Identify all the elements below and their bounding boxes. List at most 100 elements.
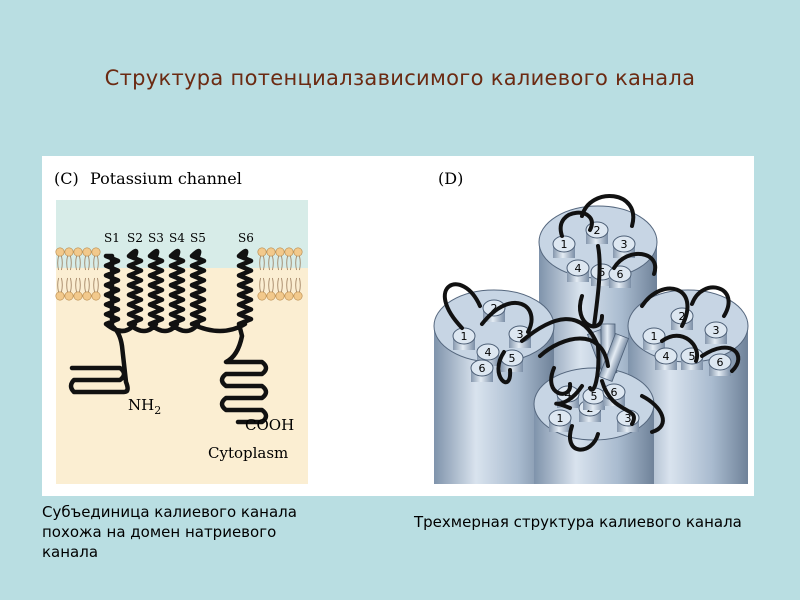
lipid-tail bbox=[277, 277, 283, 293]
lipid-tail bbox=[259, 255, 265, 271]
lipid-head bbox=[293, 247, 303, 257]
helix-cylinder: 4 bbox=[654, 347, 678, 370]
helix-cylinder: 3 bbox=[704, 321, 728, 344]
helix-number: 1 bbox=[561, 238, 568, 251]
helix-number: 2 bbox=[594, 224, 601, 237]
helix-number: 2 bbox=[679, 310, 686, 323]
lipid-tail bbox=[259, 277, 265, 293]
helix-number: 1 bbox=[557, 412, 564, 425]
lipid-head bbox=[275, 247, 285, 257]
lipid-tail bbox=[268, 255, 274, 271]
segment-label-s3: S3 bbox=[148, 231, 164, 245]
lipid-head bbox=[91, 291, 101, 301]
helix-number: 5 bbox=[689, 350, 696, 363]
lipid-tail bbox=[84, 277, 90, 293]
lipid-head bbox=[55, 291, 65, 301]
page-title: Структура потенциалзависимого калиевого … bbox=[104, 66, 696, 90]
helix-cylinder: 5 bbox=[680, 347, 704, 370]
caption-subunit: Субъединица калиевого канала похожа на д… bbox=[42, 503, 297, 561]
lipid-head bbox=[82, 247, 92, 257]
lipid-tail bbox=[277, 255, 283, 271]
lipid-tail bbox=[57, 255, 63, 271]
lipid-head bbox=[73, 291, 83, 301]
lipid-tail bbox=[75, 255, 81, 271]
helix-cylinder: 1 bbox=[548, 409, 572, 432]
lipid-head bbox=[64, 291, 74, 301]
channel-3d-structure: 123456123456123456123456 bbox=[433, 193, 749, 484]
helix-cylinder: 4 bbox=[566, 259, 590, 282]
lipid-tail bbox=[75, 277, 81, 293]
cytoplasm-label: Cytoplasm bbox=[208, 444, 288, 462]
helix-cylinder: 6 bbox=[708, 353, 732, 376]
helix-number: 1 bbox=[461, 330, 468, 343]
lipid-tail bbox=[66, 277, 72, 293]
helix-cylinder: 6 bbox=[470, 359, 494, 382]
lipid-head bbox=[64, 247, 74, 257]
lipid-head bbox=[257, 291, 267, 301]
helix-number: 6 bbox=[617, 268, 624, 281]
protein-chain bbox=[68, 248, 269, 425]
panel-d-label: (D) bbox=[438, 169, 463, 188]
lipid-tail bbox=[268, 277, 274, 293]
lipid-head bbox=[275, 291, 285, 301]
lipid-bilayer-right bbox=[257, 247, 303, 301]
lipid-tail bbox=[84, 255, 90, 271]
helix-cylinder: 1 bbox=[552, 235, 576, 258]
helix-cylinder: 5 bbox=[590, 263, 614, 286]
helix-number: 3 bbox=[713, 324, 720, 337]
helix-number: 1 bbox=[651, 330, 658, 343]
lipid-tail bbox=[93, 277, 99, 293]
helix-number: 5 bbox=[599, 266, 606, 279]
helix-number: 4 bbox=[575, 262, 582, 275]
helix-number: 2 bbox=[491, 302, 498, 315]
helix-cylinder: 2 bbox=[482, 299, 506, 322]
helix-number: 3 bbox=[621, 238, 628, 251]
lipid-tail bbox=[57, 277, 63, 293]
helix-number: 6 bbox=[611, 386, 618, 399]
lipid-head bbox=[284, 291, 294, 301]
helix-cylinder: 5 bbox=[582, 387, 606, 410]
panel-c-title: Potassium channel bbox=[90, 169, 242, 188]
helix-number: 4 bbox=[485, 346, 492, 359]
helix-cylinder: 1 bbox=[452, 327, 476, 350]
helix-cylinder: 3 bbox=[616, 409, 640, 432]
figure-panel: (C) Potassium channel S1 S2 S3 S4 S5 S6 … bbox=[42, 156, 754, 496]
lipid-head bbox=[91, 247, 101, 257]
lipid-head bbox=[266, 247, 276, 257]
lipid-head bbox=[55, 247, 65, 257]
helix-number: 4 bbox=[663, 350, 670, 363]
lipid-head bbox=[257, 247, 267, 257]
lipid-head bbox=[73, 247, 83, 257]
helix-number: 6 bbox=[717, 356, 724, 369]
helix-number: 6 bbox=[479, 362, 486, 375]
segment-label-s1: S1 bbox=[104, 231, 120, 245]
lipid-tail bbox=[286, 255, 292, 271]
lipid-head bbox=[293, 291, 303, 301]
helix-cylinder: 2 bbox=[585, 221, 609, 244]
lipid-bilayer-left bbox=[55, 247, 101, 301]
lipid-head bbox=[82, 291, 92, 301]
helix-number: 3 bbox=[517, 328, 524, 341]
segment-label-s6: S6 bbox=[238, 231, 254, 245]
segment-label-s4: S4 bbox=[169, 231, 185, 245]
helix-number: 5 bbox=[591, 390, 598, 403]
lipid-tail bbox=[295, 255, 301, 271]
segment-label-s2: S2 bbox=[127, 231, 143, 245]
helix-cylinder: 5 bbox=[500, 349, 524, 372]
lipid-tail bbox=[286, 277, 292, 293]
helix-number: 4 bbox=[565, 388, 572, 401]
lipid-tail bbox=[93, 255, 99, 271]
caption-3d-structure: Трехмерная структура калиевого канала bbox=[414, 513, 742, 531]
lipid-head bbox=[266, 291, 276, 301]
lipid-tail bbox=[295, 277, 301, 293]
lipid-head bbox=[284, 247, 294, 257]
cooh-label: COOH bbox=[245, 416, 294, 434]
panel-c-label: (C) bbox=[54, 169, 79, 188]
helix-cylinder: 1 bbox=[642, 327, 666, 350]
helix-number: 3 bbox=[625, 412, 632, 425]
segment-label-s5: S5 bbox=[190, 231, 206, 245]
helix-cylinder: 6 bbox=[608, 265, 632, 288]
nh2-label: NH2 bbox=[128, 396, 161, 417]
connecting-loops bbox=[442, 193, 741, 452]
helix-number: 5 bbox=[509, 352, 516, 365]
